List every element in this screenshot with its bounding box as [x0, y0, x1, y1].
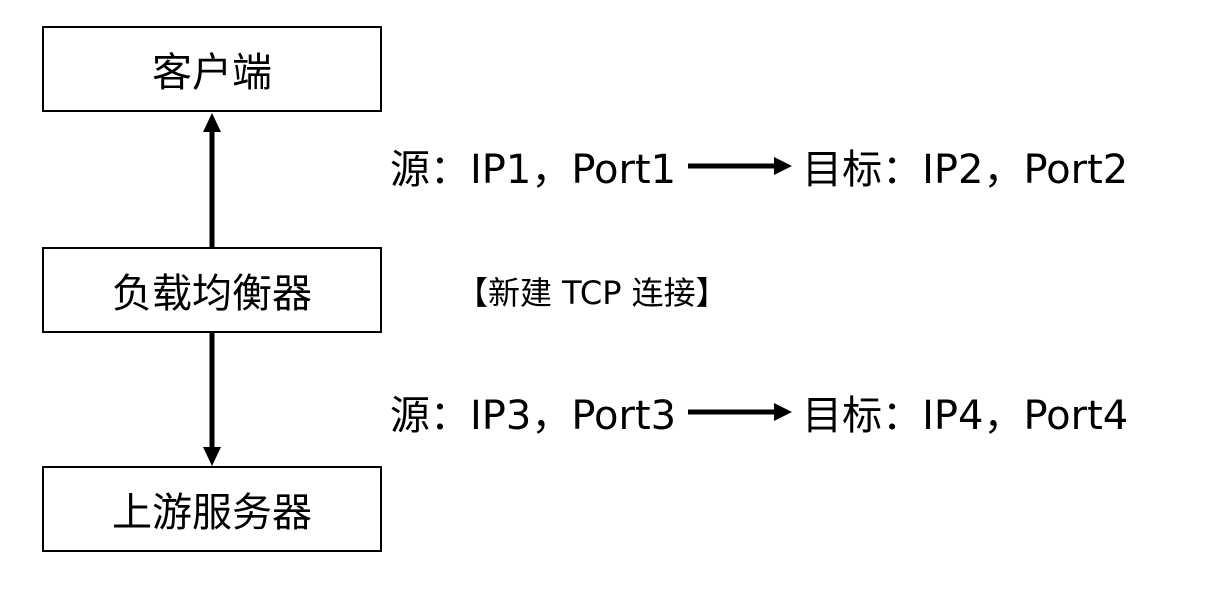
connection-1-source: 源：IP1，Port1: [390, 147, 677, 193]
load-balancer-box: 负载均衡器: [42, 247, 382, 333]
connection-1-target: 目标：IP2，Port2: [802, 147, 1129, 193]
client-label: 客户端: [152, 50, 272, 96]
upstream-server-label: 上游服务器: [112, 490, 312, 536]
new-tcp-connection-note: 【新建 TCP 连接】: [456, 274, 728, 312]
connection-1: 源：IP1，Port1 目标：IP2，Port2: [390, 138, 1128, 194]
client-box: 客户端: [42, 26, 382, 112]
connection-2-source: 源：IP3，Port3: [390, 393, 677, 439]
connection-2: 源：IP3，Port3 目标：IP4，Port4: [390, 384, 1128, 440]
right-arrow-icon: [688, 157, 793, 175]
arrowhead-up: [203, 113, 221, 132]
right-arrow-icon: [688, 403, 793, 421]
arrowhead-down: [203, 447, 221, 466]
connection-2-target: 目标：IP4，Port4: [802, 393, 1129, 439]
upstream-server-box: 上游服务器: [42, 466, 382, 552]
load-balancer-label: 负载均衡器: [112, 271, 312, 317]
